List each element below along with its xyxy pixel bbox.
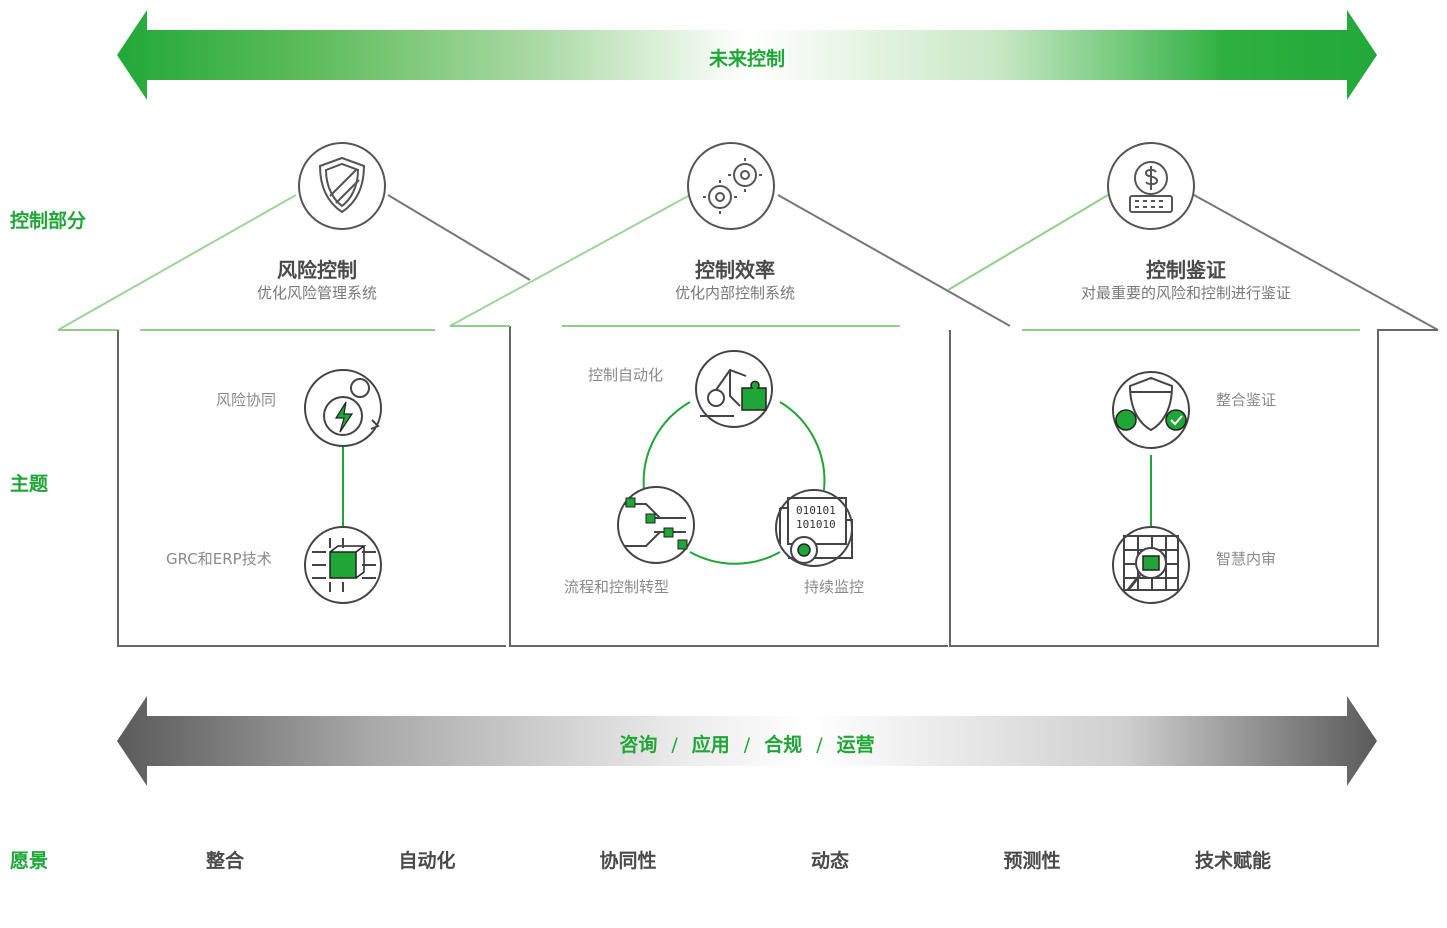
vision-item-collaboration: 协同性 — [599, 850, 657, 872]
binary-eye-icon — [775, 489, 853, 567]
bottom-arrow — [117, 696, 1377, 786]
house-risk-control — [57, 194, 531, 647]
node-label-integrated-assurance: 整合鉴证 — [1216, 391, 1277, 409]
node-label-process-transform: 流程和控制转型 — [564, 578, 670, 596]
house-2-subtitle: 优化内部控制系统 — [674, 284, 795, 302]
side-label-control: 控制部分 — [10, 210, 87, 232]
binary-text-2: 101010 — [796, 518, 836, 531]
vision-item-automation: 自动化 — [398, 850, 456, 872]
top-arrow — [117, 10, 1377, 100]
node-label-risk-synergy: 风险协同 — [216, 391, 277, 409]
separator: / — [816, 734, 823, 756]
grid-magnifier-icon — [1112, 526, 1190, 604]
vision-item-predictive: 预测性 — [1003, 850, 1061, 872]
side-label-topic: 主题 — [10, 473, 49, 495]
dollar-keyboard-icon — [1107, 142, 1195, 230]
connector-cycle — [642, 401, 826, 565]
node-label-continuous-monitoring: 持续监控 — [804, 578, 865, 596]
shield-lock-check-icon — [1112, 371, 1190, 449]
separator: / — [743, 734, 751, 756]
bottom-arrow-label: 咨询 / 应用 / 合规 / 运营 — [447, 730, 1047, 757]
circuit-cube-icon — [304, 526, 382, 604]
house-1-title: 风险控制 — [277, 258, 357, 282]
service-application: 应用 — [691, 734, 730, 756]
vision-item-integration: 整合 — [205, 850, 244, 872]
node-label-smart-audit: 智慧内审 — [1216, 550, 1277, 568]
top-arrow-label: 未来控制 — [708, 48, 785, 70]
vision-item-tech-enablement: 技术赋能 — [1194, 850, 1271, 872]
house-1-subtitle: 优化风险管理系统 — [256, 284, 377, 302]
gear-lightning-icon — [304, 369, 382, 447]
node-label-control-automation: 控制自动化 — [588, 366, 664, 384]
side-label-vision: 愿景 — [10, 850, 49, 872]
shield-icon — [298, 142, 386, 230]
binary-text-1: 010101 — [796, 504, 836, 517]
robot-arm-puzzle-icon — [695, 350, 773, 428]
house-3-subtitle: 对最重要的风险和控制进行鉴证 — [1080, 284, 1291, 302]
house-control-efficiency — [449, 194, 1011, 647]
house-control-assurance — [947, 194, 1439, 647]
process-flow-icon — [617, 486, 695, 564]
house-3-title: 控制鉴证 — [1146, 258, 1226, 282]
node-label-grc-erp: GRC和ERP技术 — [166, 550, 272, 568]
house-2-title: 控制效率 — [695, 258, 775, 282]
gears-icon — [687, 142, 775, 230]
service-compliance: 合规 — [764, 734, 803, 756]
service-operations: 运营 — [836, 734, 875, 756]
service-consulting: 咨询 — [619, 734, 658, 756]
separator: / — [671, 734, 678, 756]
vision-item-dynamic: 动态 — [810, 850, 849, 872]
